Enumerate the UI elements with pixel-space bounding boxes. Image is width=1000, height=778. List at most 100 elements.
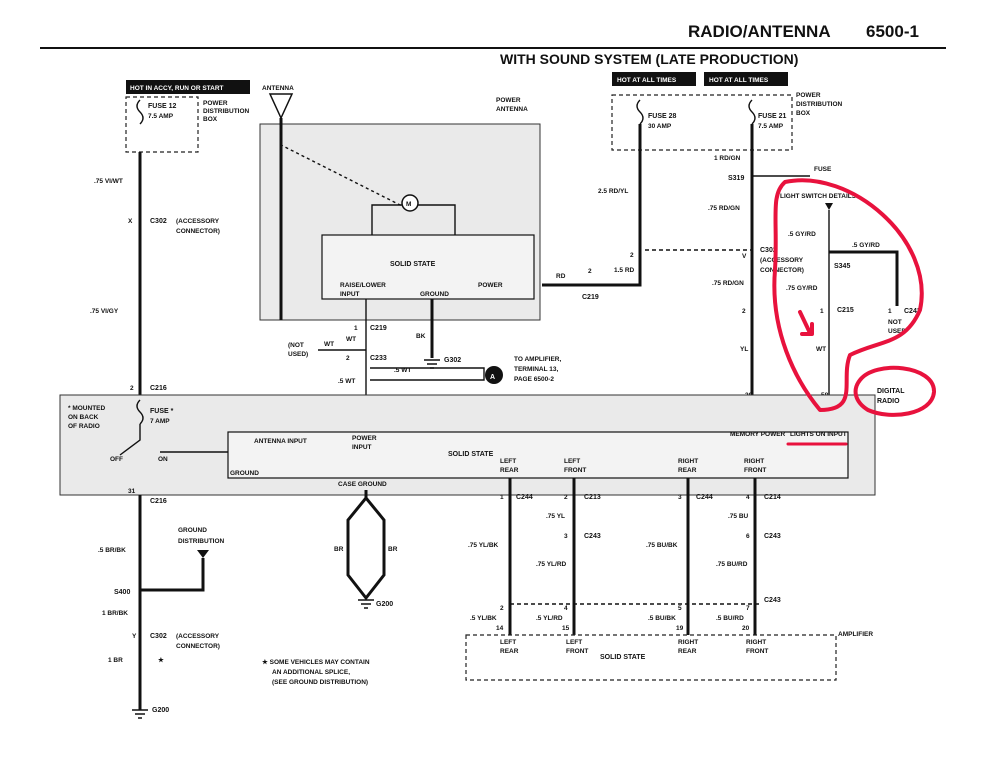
note-1: ★ SOME VEHICLES MAY CONTAIN [262,658,370,666]
c215-label: C215 [837,307,854,314]
fuse-12-box [125,96,199,153]
wire-ground-dist [140,558,205,592]
note-3: (SEE GROUND DISTRIBUTION) [272,679,368,686]
c216a-pin: 2 [130,385,134,392]
g200-label-b: G200 [376,601,393,608]
ref-a-label: A [490,374,495,381]
amplifier-label: AMPLIFIER [838,631,873,638]
radio-lf-2: FRONT [564,467,586,474]
antenna-icon [268,93,294,120]
c215-pin-2: 2 [742,308,746,315]
mounted-note-2: ON BACK [68,414,99,421]
motor-icon [401,194,419,212]
hot-accy-label: HOT IN ACCY, RUN OR START [130,85,224,92]
pdb-right-2: DISTRIBUTION [796,101,843,108]
red-annotation-circle-digital-radio [853,365,937,417]
wire-label-gy-rd-c: .75 GY/RD [786,285,818,292]
radio-fuse-name: FUSE * [150,408,174,415]
c243b-pin: 3 [564,533,568,540]
wire-label-br-a: BR [334,546,344,553]
wire-label-gy-rd-a: .5 GY/RD [788,231,816,238]
c214-label: C214 [764,494,781,501]
amp-rf-2: FRONT [746,648,768,655]
c302c-desc-2: CONNECTOR) [176,643,220,650]
page-title: RADIO/ANTENNA [688,22,831,41]
wire-label-bk: BK [416,333,426,340]
c302c-label: C302 [150,633,167,640]
amp-rr-1: RIGHT [678,639,698,646]
lights-on-input-label: LIGHTS ON INPUT [790,431,847,438]
case-ground-label: CASE GROUND [338,481,387,488]
wire-label-5-wt-a: .5 WT [338,378,355,385]
c302a-desc-1: (ACCESSORY [176,218,220,225]
hot-all-times-badge-1 [612,72,696,86]
motor-leads [371,204,456,235]
fuse-28-name: FUSE 28 [648,113,677,120]
not-used-wire-2: USED) [288,351,308,358]
radio-lf-1: LEFT [564,458,580,465]
fuse-12-name: FUSE 12 [148,103,177,110]
wire-label-bu-bk: .75 BU/BK [646,542,678,549]
power-antenna-label-1: POWER [496,97,521,104]
antenna-label: ANTENNA [262,85,294,92]
c244a-pin: 1 [500,494,504,501]
radio-lr-1: LEFT [500,458,516,465]
c302a-pin: X [128,218,133,225]
amp-rf-1: RIGHT [746,639,766,646]
pin-19: 19 [676,625,684,632]
antenna-solid-state-label: SOLID STATE [390,261,436,268]
hot-all-times-label-2: HOT AT ALL TIMES [709,77,769,84]
mounted-note-3: OF RADIO [68,423,100,430]
not-used-2: USED [888,328,906,335]
radio-rf-2: FRONT [744,467,766,474]
antenna-input-label: ANTENNA INPUT [254,438,307,445]
wire-label-vi-gy: .75 VI/GY [90,308,119,315]
to-amp-1: TO AMPLIFIER, [514,356,562,363]
wire-label-br-bk-a: .5 BR/BK [98,547,126,554]
switch-on-label: ON [158,456,168,463]
ground-dist-1: GROUND [178,527,207,534]
wire-label-wt-b: WT [324,341,334,348]
amp-lr-1: LEFT [500,639,516,646]
pin-2c: 2 [500,605,504,612]
wire-label-1-5-rd: 1.5 RD [614,267,635,274]
wire-label-yl-75: .75 YL [546,513,565,520]
motor-label: M [406,201,411,208]
s400-label: S400 [114,589,130,596]
wire-label-rd-gn-b: .75 RD/GN [712,280,744,287]
c302b-desc-2: CONNECTOR) [760,267,804,274]
c302c-desc-1: (ACCESSORY [176,633,220,640]
ground-dist-2: DISTRIBUTION [178,538,225,545]
wire-label-5-yl-bk: .5 YL/BK [470,615,497,622]
wire-label-rd-yl: 2.5 RD/YL [598,188,628,195]
radio-solid-state-label: SOLID STATE [448,451,494,458]
raise-lower-label-2: INPUT [340,291,360,298]
wire-label-bu-75: .75 BU [728,513,749,520]
pin-15: 15 [562,625,570,632]
c302b-desc-1: (ACCESSORY [760,257,804,264]
c219b-pin: 1 [354,325,358,332]
not-used-wire-1: (NOT [288,342,304,349]
amp-rr-2: REAR [678,648,697,655]
c215-pin: 1 [820,308,824,315]
c213-label: C213 [584,494,601,501]
note-2: AN ADDITIONAL SPLICE, [272,669,350,676]
antenna-ground-label: GROUND [420,291,449,298]
wire-label-wt-light: WT [816,346,826,353]
wire-label-yl-rd: .75 YL/RD [536,561,567,568]
pin-20: 20 [742,625,750,632]
wire-label-br-b: BR [388,546,398,553]
radio-rr-1: RIGHT [678,458,698,465]
to-amp-2: TERMINAL 13, [514,366,558,373]
raise-lower-label-1: RAISE/LOWER [340,282,386,289]
radio-fuse-rating: 7 AMP [150,418,170,425]
pin-5: 5 [678,605,682,612]
wire-label-rd-gn-a: .75 RD/GN [708,205,740,212]
c233-pin: 2 [346,355,350,362]
c219b-label: C219 [370,325,387,332]
c302c-pin: Y [132,633,137,640]
wire-label-yl: YL [740,346,748,353]
wire-label-gy-rd-b: .5 GY/RD [852,242,880,249]
fuse-28-symbol [636,99,644,125]
